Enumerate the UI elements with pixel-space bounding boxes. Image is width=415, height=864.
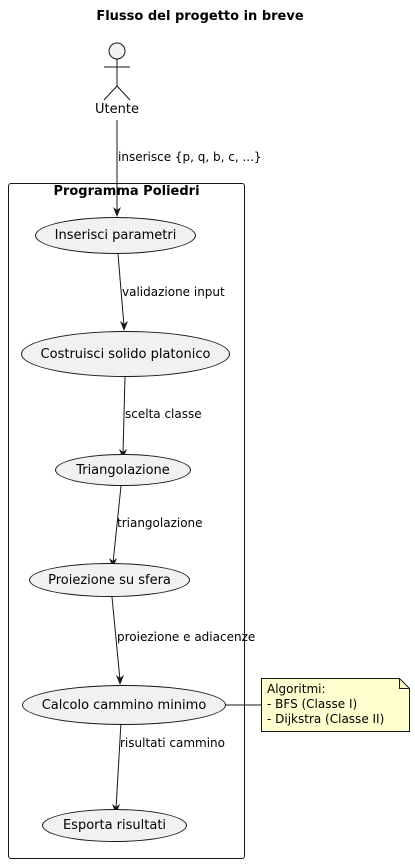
edge-label-proiezione: proiezione e adiacenze <box>117 630 256 644</box>
actor-figure <box>103 42 131 101</box>
usecase-triangolazione[interactable]: Triangolazione <box>55 454 191 486</box>
package-title: Programma Poliedri <box>53 184 200 199</box>
note-line-3: - Dijkstra (Classe II) <box>267 712 385 726</box>
usecase-esporta-risultati[interactable]: Esporta risultati <box>42 809 187 842</box>
actor-label: Utente <box>95 102 139 117</box>
edge-line-3 <box>122 376 126 455</box>
diagram-title: Flusso del progetto in breve <box>96 9 304 24</box>
usecase-proiezione-sfera[interactable]: Proiezione su sfera <box>29 563 190 597</box>
edge-label-triangolazione: triangolazione <box>117 516 203 530</box>
edge-label-inserisce: inserisce {p, q, b, c, ...} <box>118 150 262 164</box>
edge-line-2 <box>117 253 125 327</box>
arrowhead-2 <box>120 321 128 331</box>
note-line-2: - BFS (Classe I) <box>267 697 358 711</box>
package-boundary <box>8 183 245 859</box>
edge-label-validazione: validazione input <box>122 285 225 299</box>
usecase-inserisci-parametri[interactable]: Inserisci parametri <box>35 217 196 254</box>
usecase-calcolo-cammino[interactable]: Calcolo cammino minimo <box>22 685 226 725</box>
edge-line-6 <box>115 721 122 810</box>
edge-label-risultati: risultati cammino <box>120 736 225 750</box>
note-text: Algoritmi: - BFS (Classe I) - Dijkstra (… <box>267 682 384 727</box>
edge-line-4 <box>112 485 122 564</box>
edge-line-5 <box>111 596 121 681</box>
edge-label-scelta-classe: scelta classe <box>125 407 202 421</box>
algorithm-note: Algoritmi: - BFS (Classe I) - Dijkstra (… <box>261 678 410 732</box>
arrowhead-5 <box>116 675 124 685</box>
arrowhead-1 <box>113 207 121 217</box>
usecase-costruisci-solido[interactable]: Costruisci solido platonico <box>21 331 230 377</box>
note-shape <box>261 678 410 732</box>
note-line-1: Algoritmi: <box>267 682 326 696</box>
